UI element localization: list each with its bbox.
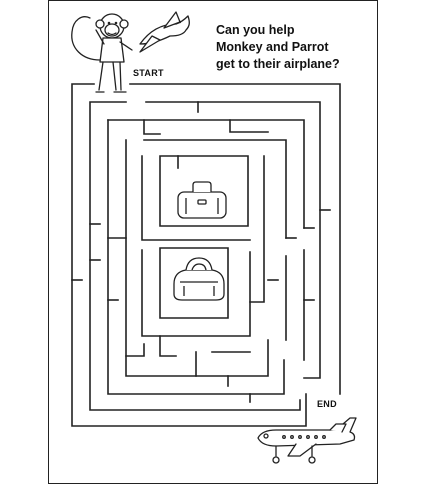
airplane-icon	[257, 417, 357, 464]
parrot-icon	[139, 11, 190, 53]
maze-instructions: Can you help Monkey and Parrot get to th…	[216, 22, 376, 73]
instruction-line-2: Monkey and Parrot	[216, 40, 329, 54]
maze-sheet	[48, 0, 378, 484]
duffel-bag-icon	[173, 257, 225, 301]
instruction-line-3: get to their airplane?	[216, 57, 340, 71]
instruction-line-1: Can you help	[216, 23, 295, 37]
start-label: START	[133, 68, 164, 78]
end-label: END	[317, 399, 337, 409]
monkey-icon	[71, 13, 133, 93]
maze-walls	[71, 83, 341, 427]
suitcase-icon	[177, 181, 227, 219]
